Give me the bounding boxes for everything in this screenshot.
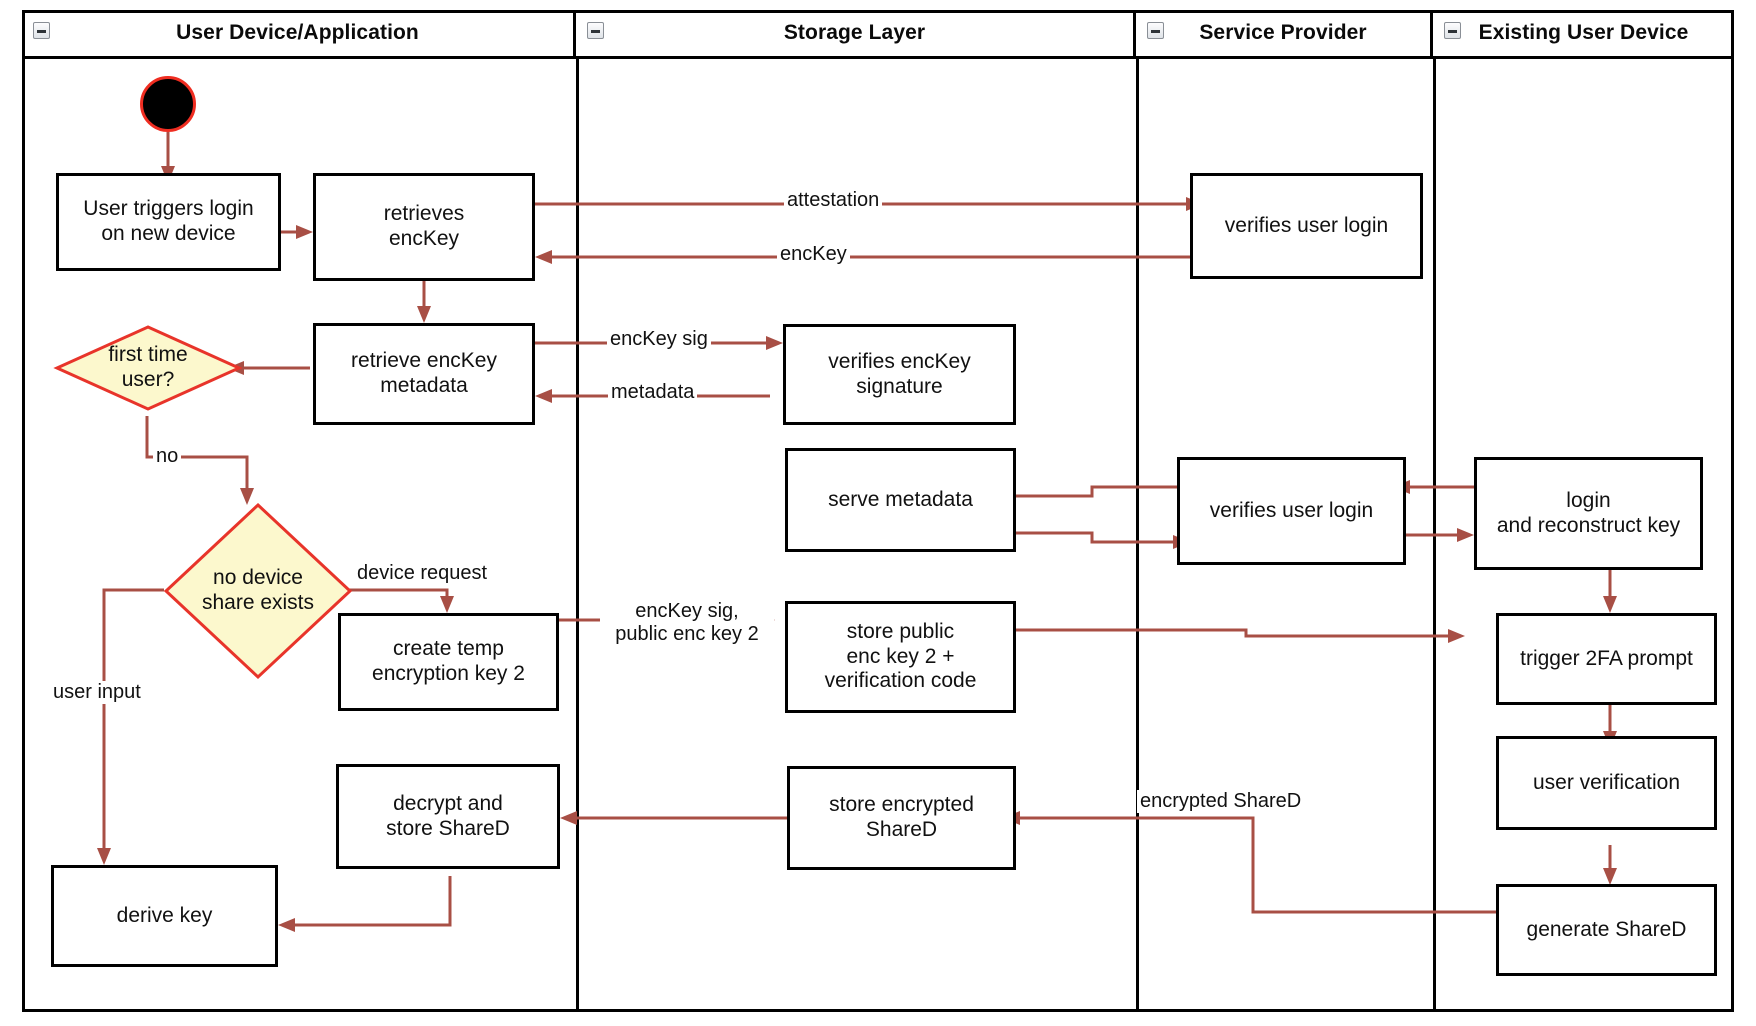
action-verifies-user-login-2[interactable]: verifies user login: [1177, 457, 1406, 565]
action-verifies-enckey-signature[interactable]: verifies encKey signature: [783, 324, 1016, 425]
action-serve-metadata[interactable]: serve metadata: [785, 448, 1016, 552]
edge-label-encrypted-shared: encrypted ShareD: [1137, 790, 1305, 813]
action-verifies-user-login-1[interactable]: verifies user login: [1190, 173, 1423, 279]
action-decrypt-and-store-shared[interactable]: decrypt and store ShareD: [336, 764, 560, 869]
edge-label-enckey-sig: encKey sig: [607, 328, 711, 351]
lane-title: Existing User Device: [1478, 21, 1689, 44]
lane-divider-2: [1136, 56, 1139, 1012]
minus-box-icon[interactable]: [1444, 22, 1461, 39]
diamond-shape: [53, 325, 243, 411]
lane-divider-3: [1433, 56, 1436, 1012]
lane-divider-1: [576, 56, 579, 1012]
decision-no-device-share-exists[interactable]: no device share exists: [163, 502, 353, 680]
action-generate-shared[interactable]: generate ShareD: [1496, 884, 1717, 976]
minus-box-icon[interactable]: [1147, 22, 1164, 39]
edge-label-attestation: attestation: [784, 189, 883, 212]
lane-header-existing-device[interactable]: Existing User Device: [1433, 10, 1734, 56]
lane-header-user-device[interactable]: User Device/Application: [22, 10, 576, 56]
action-retrieves-enckey[interactable]: retrieves encKey: [313, 173, 535, 281]
diamond-shape: [163, 502, 353, 680]
initial-node: [140, 76, 196, 132]
minus-box-icon[interactable]: [587, 22, 604, 39]
action-user-verification[interactable]: user verification: [1496, 736, 1717, 830]
edge-label-enckey: encKey: [777, 243, 850, 266]
action-user-triggers-login[interactable]: User triggers login on new device: [56, 173, 281, 271]
lane-header-service-provider[interactable]: Service Provider: [1136, 10, 1433, 56]
lane-title: Storage Layer: [783, 21, 926, 44]
edge-label-enckey-sig-public-enc-key-2: encKey sig, public enc key 2: [600, 600, 774, 646]
lane-title: User Device/Application: [176, 21, 419, 44]
edge-label-device-request: device request: [354, 562, 491, 585]
lane-header-storage-layer[interactable]: Storage Layer: [576, 10, 1136, 56]
action-store-encrypted-shared[interactable]: store encrypted ShareD: [787, 766, 1016, 870]
action-retrieve-enckey-metadata[interactable]: retrieve encKey metadata: [313, 323, 535, 425]
action-trigger-2fa-prompt[interactable]: trigger 2FA prompt: [1496, 613, 1717, 705]
decision-first-time-user[interactable]: first time user?: [53, 325, 243, 411]
action-store-public-enc-key-2[interactable]: store public enc key 2 + verification co…: [785, 601, 1016, 713]
lane-header-rule: [22, 56, 1734, 59]
action-derive-key[interactable]: derive key: [51, 865, 278, 967]
lane-title: Service Provider: [1199, 21, 1367, 44]
edge-label-no: no: [153, 445, 182, 468]
edge-label-metadata: metadata: [608, 381, 698, 404]
minus-box-icon[interactable]: [33, 22, 50, 39]
edge-label-user-input: user input: [50, 681, 144, 704]
action-create-temp-encryption-key-2[interactable]: create temp encryption key 2: [338, 613, 559, 711]
action-login-and-reconstruct-key[interactable]: login and reconstruct key: [1474, 457, 1703, 570]
